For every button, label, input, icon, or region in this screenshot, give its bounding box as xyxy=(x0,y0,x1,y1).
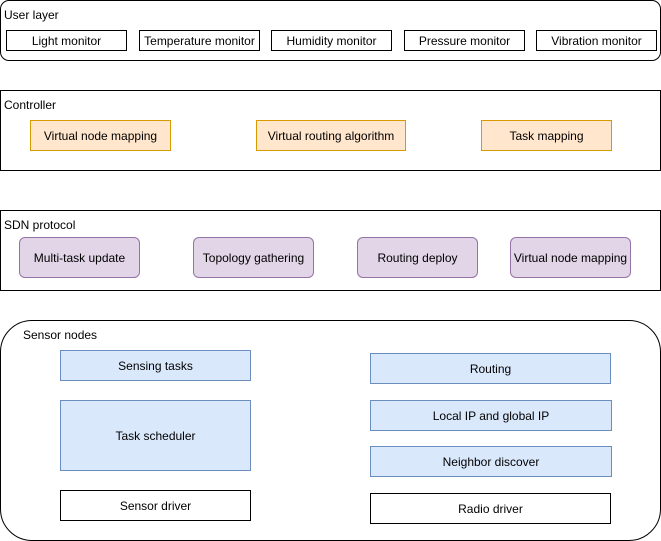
pressure-monitor-box: Pressure monitor xyxy=(404,30,525,51)
radio-driver-box: Radio driver xyxy=(370,493,611,524)
neighbor-discover-box: Neighbor discover xyxy=(370,446,612,477)
virtual-routing-algorithm-box: Virtual routing algorithm xyxy=(256,120,406,151)
task-mapping-box: Task mapping xyxy=(481,120,612,151)
sensor-driver-box: Sensor driver xyxy=(60,490,251,521)
task-scheduler-box: Task scheduler xyxy=(60,400,251,471)
light-monitor-box: Light monitor xyxy=(6,30,127,51)
sdn-virtual-node-mapping-box: Virtual node mapping xyxy=(510,237,631,278)
temperature-monitor-box: Temperature monitor xyxy=(139,30,260,51)
virtual-node-mapping-box: Virtual node mapping xyxy=(30,120,171,151)
humidity-monitor-box: Humidity monitor xyxy=(271,30,392,51)
sensing-tasks-box: Sensing tasks xyxy=(60,350,251,381)
vibration-monitor-box: Vibration monitor xyxy=(536,30,657,51)
sdn-protocol-title: SDN protocol xyxy=(4,218,76,232)
multi-task-update-box: Multi-task update xyxy=(19,237,140,278)
topology-gathering-box: Topology gathering xyxy=(193,237,314,278)
local-global-ip-box: Local IP and global IP xyxy=(370,400,612,431)
controller-title: Controller xyxy=(4,98,57,112)
sensor-nodes-title: Sensor nodes xyxy=(23,328,98,342)
routing-box: Routing xyxy=(370,353,611,384)
user-layer-title: User layer xyxy=(4,8,59,22)
routing-deploy-box: Routing deploy xyxy=(357,237,478,278)
